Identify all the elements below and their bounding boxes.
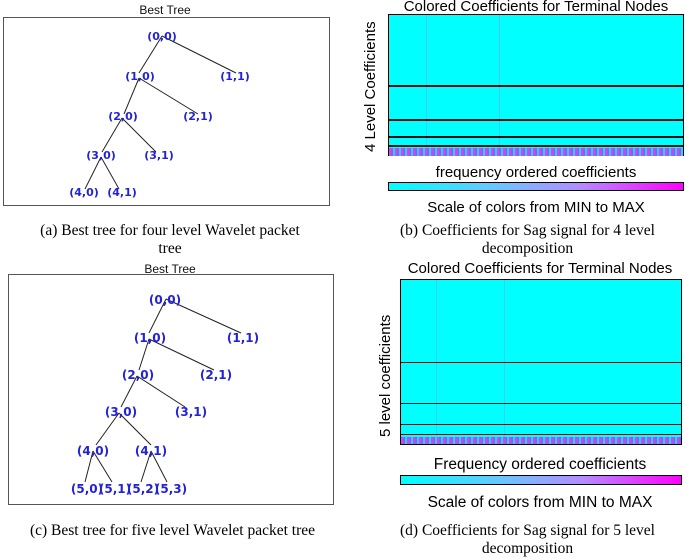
tree-node: (4,0) [77, 444, 109, 458]
caption-d-line1: (d) Coefficients for Sag signal for 5 le… [400, 522, 655, 539]
tree-node: (1,1) [220, 70, 250, 83]
heatmap-xlabel-b: frequency ordered coefficients [435, 164, 637, 181]
tree-node: (1,0) [134, 331, 166, 345]
color-scale-bar-d [400, 475, 682, 485]
tree-node: (2,1) [183, 110, 213, 123]
tree-frame-c: (0,0) (1,0) (1,1) (2,0) (2,1) (3,0) (3,1… [8, 274, 334, 505]
node-boundary [401, 403, 681, 404]
tree-title-c: Best Tree [144, 262, 196, 276]
tree-node: (3,1) [175, 405, 207, 419]
tree-node: (3,0) [105, 405, 137, 419]
tree-diagram-a: (0,0) (1,0) (1,1) (2,0) (2,1) (3,0) (3,1… [69, 30, 250, 199]
caption-d-line2: decomposition [481, 540, 574, 557]
tree-title-a: Best Tree [139, 3, 191, 17]
node-boundary [389, 145, 683, 147]
heatmap-title-b: Colored Coefficients for Terminal Nodes [403, 0, 669, 15]
scale-label-b: Scale of colors from MIN to MAX [427, 199, 645, 216]
tree-node: (4,1) [135, 444, 167, 458]
heatmap-ylabel-b: 4 Level Coefficients [362, 21, 379, 152]
heatmap-xlabel-d: Frequency ordered coefficients [433, 456, 647, 473]
coefficient-heatmap-b [388, 14, 684, 156]
tree-node: (2,1) [200, 368, 232, 382]
high-frequency-band [401, 437, 681, 444]
high-frequency-band [389, 148, 683, 156]
tree-diagram-c: (0,0) (1,0) (1,1) (2,0) (2,1) (3,0) (3,1… [71, 293, 259, 496]
tree-node: (4,1) [107, 186, 137, 199]
tree-node: (5,3) [155, 482, 187, 496]
caption-d: (d) Coefficients for Sag signal for 5 le… [370, 522, 685, 558]
node-boundary [389, 119, 683, 121]
scale-label-d: Scale of colors from MIN to MAX [427, 494, 653, 511]
caption-b-line2: decomposition [481, 240, 574, 257]
caption-a: (a) Best tree for four level Wavelet pac… [0, 222, 340, 258]
tree-node: (5,0) [71, 482, 103, 496]
heatmap-ylabel-d: 5 level coefficients [377, 314, 394, 437]
tree-frame-a: (0,0) (1,0) (1,1) (2,0) (2,1) (3,0) (3,1… [3, 17, 330, 206]
tree-node: (2,0) [108, 110, 138, 123]
tree-node: (5,1) [99, 482, 131, 496]
coefficient-heatmap-d [400, 279, 682, 445]
color-scale-bar-b [388, 182, 684, 191]
caption-c: (c) Best tree for five level Wavelet pac… [29, 522, 316, 539]
caption-a-line2: tree [158, 240, 182, 257]
node-boundary [389, 136, 683, 138]
node-boundary [389, 85, 683, 87]
node-boundary [401, 434, 681, 435]
tree-node: (0,0) [147, 30, 177, 43]
tree-node: (1,1) [227, 331, 259, 345]
tree-node: (1,0) [125, 70, 155, 83]
caption-b: (b) Coefficients for Sag signal for 4 le… [370, 222, 685, 258]
heatmap-title-d: Colored Coefficients for Terminal Nodes [407, 260, 673, 277]
node-boundary [401, 424, 681, 425]
caption-a-line1: (a) Best tree for four level Wavelet pac… [40, 222, 300, 239]
tree-node: (5,2) [127, 482, 159, 496]
node-boundary [401, 362, 681, 363]
tree-node: (3,0) [86, 149, 116, 162]
tree-node: (2,0) [122, 368, 154, 382]
tree-node: (3,1) [144, 149, 174, 162]
tree-node: (0,0) [149, 293, 181, 307]
tree-node: (4,0) [69, 186, 99, 199]
caption-b-line1: (b) Coefficients for Sag signal for 4 le… [400, 222, 655, 239]
